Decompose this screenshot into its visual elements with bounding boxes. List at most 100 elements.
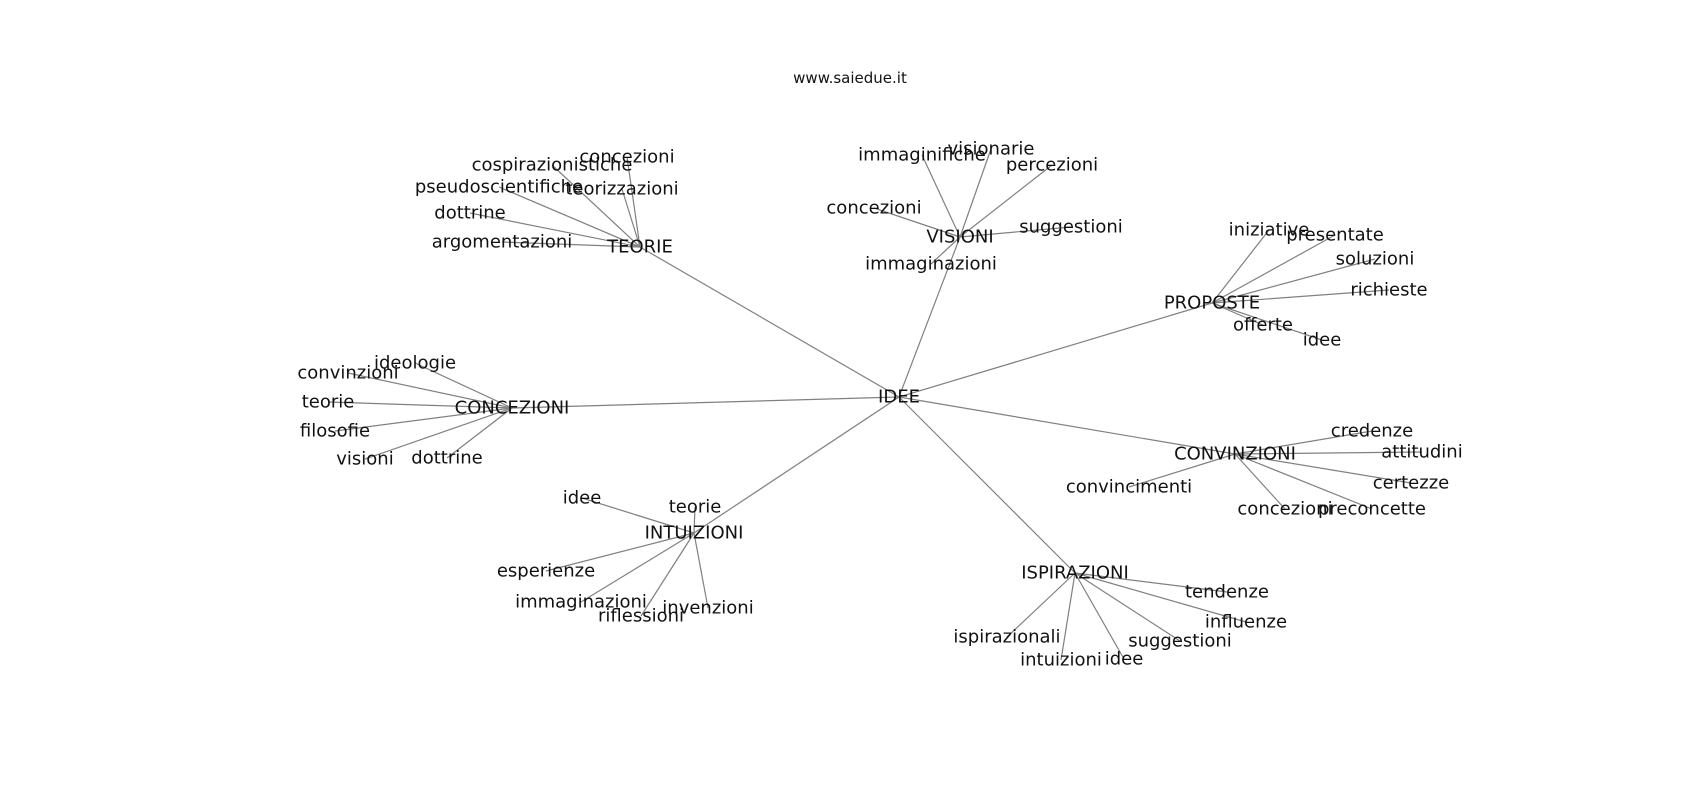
edge-root-ispirazioni <box>898 396 1076 574</box>
edge-teorie-teorizzazioni <box>621 188 641 248</box>
leaf-node: tendenze <box>1185 582 1269 603</box>
leaf-node: esperienze <box>497 561 595 582</box>
leaf-node: convinzioni <box>297 363 398 384</box>
leaf-node: richieste <box>1350 280 1427 301</box>
edge-visioni-immaginazioni <box>930 236 961 265</box>
edge-concezioni-ideologie <box>414 362 513 409</box>
edge-convinzioni-certezze <box>1234 453 1412 484</box>
edge-concezioni-filosofie <box>334 407 513 432</box>
edge-ispirazioni-suggestioni <box>1074 572 1181 642</box>
leaf-node: idee <box>563 488 602 509</box>
edge-visioni-percezioni <box>959 164 1053 238</box>
leaf-node: intuizioni <box>1020 650 1102 671</box>
edge-proposte-idee <box>1211 302 1323 341</box>
leaf-node: iniziative <box>1229 220 1310 241</box>
leaf-node: preconcette <box>1318 499 1426 520</box>
edge-intuizioni-invenzioni <box>693 532 709 609</box>
edge-root-convinzioni <box>898 396 1236 455</box>
leaf-node: immaginazioni <box>515 592 647 613</box>
edge-concezioni-convinzioni <box>347 372 513 409</box>
edge-convinzioni-convincimenti <box>1128 453 1236 488</box>
group-node: CONVINZIONI <box>1174 444 1296 465</box>
source-label: www.saiedue.it <box>793 69 907 87</box>
edge-teorie-concezioni <box>626 156 641 248</box>
leaf-node: suggestioni <box>1128 631 1232 652</box>
leaf-node: ideologie <box>374 353 456 374</box>
leaf-node: concezioni <box>579 147 674 168</box>
leaf-node: immaginazioni <box>865 254 997 275</box>
edge-ispirazioni-intuizioni <box>1060 572 1076 661</box>
edge-ispirazioni-idee <box>1074 572 1125 660</box>
edge-teorie-argomentazioni <box>501 241 641 248</box>
edge-teorie-cospirazionistiche <box>551 164 641 248</box>
edge-teorie-pseudoscientifiche <box>498 186 641 248</box>
leaf-node: idee <box>1303 330 1342 351</box>
leaf-node: dottrine <box>434 203 505 224</box>
edge-visioni-concezioni <box>873 207 961 238</box>
leaf-node: credenze <box>1331 421 1413 442</box>
leaf-node: attitudini <box>1381 442 1462 463</box>
leaf-node: invenzioni <box>662 598 753 619</box>
edge-ispirazioni-tendenze <box>1074 572 1228 593</box>
edge-proposte-soluzioni <box>1211 258 1376 304</box>
edge-intuizioni-riflessioni <box>640 532 695 617</box>
labels-layer: concezionicospirazionisticheteorizzazion… <box>297 139 1462 671</box>
leaf-node: cospirazionistiche <box>472 155 633 176</box>
leaf-node: soluzioni <box>1336 249 1415 270</box>
leaf-node: teorie <box>302 392 355 413</box>
group-node: INTUIZIONI <box>645 523 744 544</box>
edge-root-visioni <box>898 236 961 398</box>
group-node: PROPOSTE <box>1164 293 1260 314</box>
leaf-node: certezze <box>1373 473 1449 494</box>
edge-concezioni-dottrine <box>446 407 513 459</box>
edge-intuizioni-idee <box>581 497 695 534</box>
edge-root-proposte <box>898 302 1213 398</box>
edge-convinzioni-credenze <box>1234 430 1373 455</box>
edge-ispirazioni-ispirazionali <box>1006 572 1076 638</box>
edge-convinzioni-concezioni <box>1234 453 1286 510</box>
root-node: IDEE <box>878 387 920 408</box>
edge-root-intuizioni <box>693 396 900 534</box>
edge-root-teorie <box>639 246 900 398</box>
edge-intuizioni-teorie <box>693 506 696 534</box>
edge-proposte-iniziative <box>1211 229 1270 304</box>
edge-visioni-suggestioni <box>959 226 1072 238</box>
leaf-node: teorie <box>669 497 722 518</box>
leaf-node: pseudoscientifiche <box>415 177 583 198</box>
edge-visioni-immaginifiche <box>921 154 961 238</box>
edge-convinzioni-preconcette <box>1234 453 1373 510</box>
group-node: VISIONI <box>926 227 993 248</box>
leaf-node: immaginifiche <box>858 145 986 166</box>
leaf-node: presentate <box>1286 225 1384 246</box>
edge-proposte-offerte <box>1211 302 1264 326</box>
leaf-node: offerte <box>1233 315 1293 336</box>
leaf-node: ispirazionali <box>953 627 1060 648</box>
leaf-node: visioni <box>336 449 393 470</box>
edge-concezioni-visioni <box>364 407 513 460</box>
leaf-node: suggestioni <box>1019 217 1123 238</box>
leaf-node: idee <box>1105 649 1144 670</box>
edge-concezioni-teorie <box>327 401 513 409</box>
edge-root-concezioni <box>511 396 900 409</box>
leaf-node: teorizzazioni <box>565 179 678 200</box>
leaf-node: influenze <box>1205 612 1287 633</box>
leaf-node: filosofie <box>300 421 370 442</box>
edge-intuizioni-immaginazioni <box>580 532 695 603</box>
leaf-node: argomentazioni <box>432 232 573 253</box>
leaf-node: dottrine <box>411 448 482 469</box>
edge-proposte-richieste <box>1211 289 1390 304</box>
leaf-node: convincimenti <box>1066 477 1192 498</box>
group-node: CONCEZIONI <box>455 398 570 419</box>
group-node: TEORIE <box>606 237 673 258</box>
edge-visioni-visionarie <box>959 148 992 238</box>
edge-ispirazioni-influenze <box>1074 572 1247 623</box>
leaf-node: concezioni <box>1237 499 1332 520</box>
leaf-node: percezioni <box>1006 155 1098 176</box>
edge-proposte-presentate <box>1211 234 1336 304</box>
leaf-node: riflessioni <box>598 606 684 627</box>
edge-intuizioni-esperienze <box>545 532 695 572</box>
group-node: ISPIRAZIONI <box>1021 563 1129 584</box>
edges-layer <box>327 148 1423 661</box>
edge-teorie-dottrine <box>469 212 641 248</box>
